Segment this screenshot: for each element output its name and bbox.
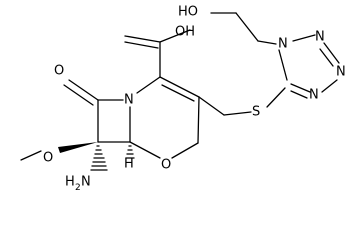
bond-cooh-o xyxy=(124,35,161,43)
bond-c2-c3 xyxy=(159,76,200,98)
stereo-bonds xyxy=(58,142,135,171)
bond-s-ch2 xyxy=(223,111,252,116)
bond-ch2-c3 xyxy=(198,96,225,116)
bond-n2-n3 xyxy=(323,42,340,64)
label-s: S xyxy=(252,105,260,120)
bond-chain xyxy=(235,12,259,42)
bond-c3-c4 xyxy=(197,96,200,144)
bond-c8-o xyxy=(68,79,99,101)
bond-n3-n4 xyxy=(321,79,338,93)
label-h2n-h: H xyxy=(65,175,75,190)
label-n4: N xyxy=(309,88,319,103)
label-h-bridge: H xyxy=(124,157,134,172)
label-o-ketone: O xyxy=(54,64,64,79)
label-n3: N xyxy=(336,65,346,80)
bond-n1-c5 xyxy=(278,49,288,81)
atom-labels: HO OH O N O O S N N N N H 2 N H xyxy=(43,5,346,194)
bond-chain-n1 xyxy=(257,40,277,45)
bond-c5-s xyxy=(266,87,286,108)
bond-cooh-o-double xyxy=(124,41,159,49)
label-n1: N xyxy=(278,37,288,52)
label-ho: HO xyxy=(178,5,198,20)
label-n-ring: N xyxy=(124,93,134,108)
molecule-structure: HO OH O N O O S N N N N H 2 N H xyxy=(20,5,346,194)
bond-n4-c5-double xyxy=(290,90,308,99)
bond-c2-c3-double xyxy=(161,84,195,102)
label-h2n-n: N xyxy=(81,175,91,190)
label-o-methoxy: O xyxy=(43,151,53,166)
bonds xyxy=(20,12,340,161)
bond-n-c2 xyxy=(136,76,161,94)
label-h2n-2: 2 xyxy=(75,183,81,193)
hash-bond-hydrogen xyxy=(125,145,135,159)
bond-o-methyl xyxy=(20,150,42,161)
label-oh: OH xyxy=(175,25,195,40)
bond-cooh-oh xyxy=(159,29,191,43)
bond-n4-c5 xyxy=(290,83,311,93)
label-o-ring: O xyxy=(161,158,171,173)
bond-c4-o xyxy=(171,142,199,159)
bond-c8-o-double xyxy=(63,84,94,106)
bond-o-c6 xyxy=(129,141,161,159)
bond-n1-n2 xyxy=(292,34,316,42)
hash-bond-amino xyxy=(90,145,108,171)
wedge-bond-methoxy xyxy=(58,142,98,153)
bond-n2-n3-double xyxy=(319,48,334,67)
label-n2: N xyxy=(315,30,325,45)
